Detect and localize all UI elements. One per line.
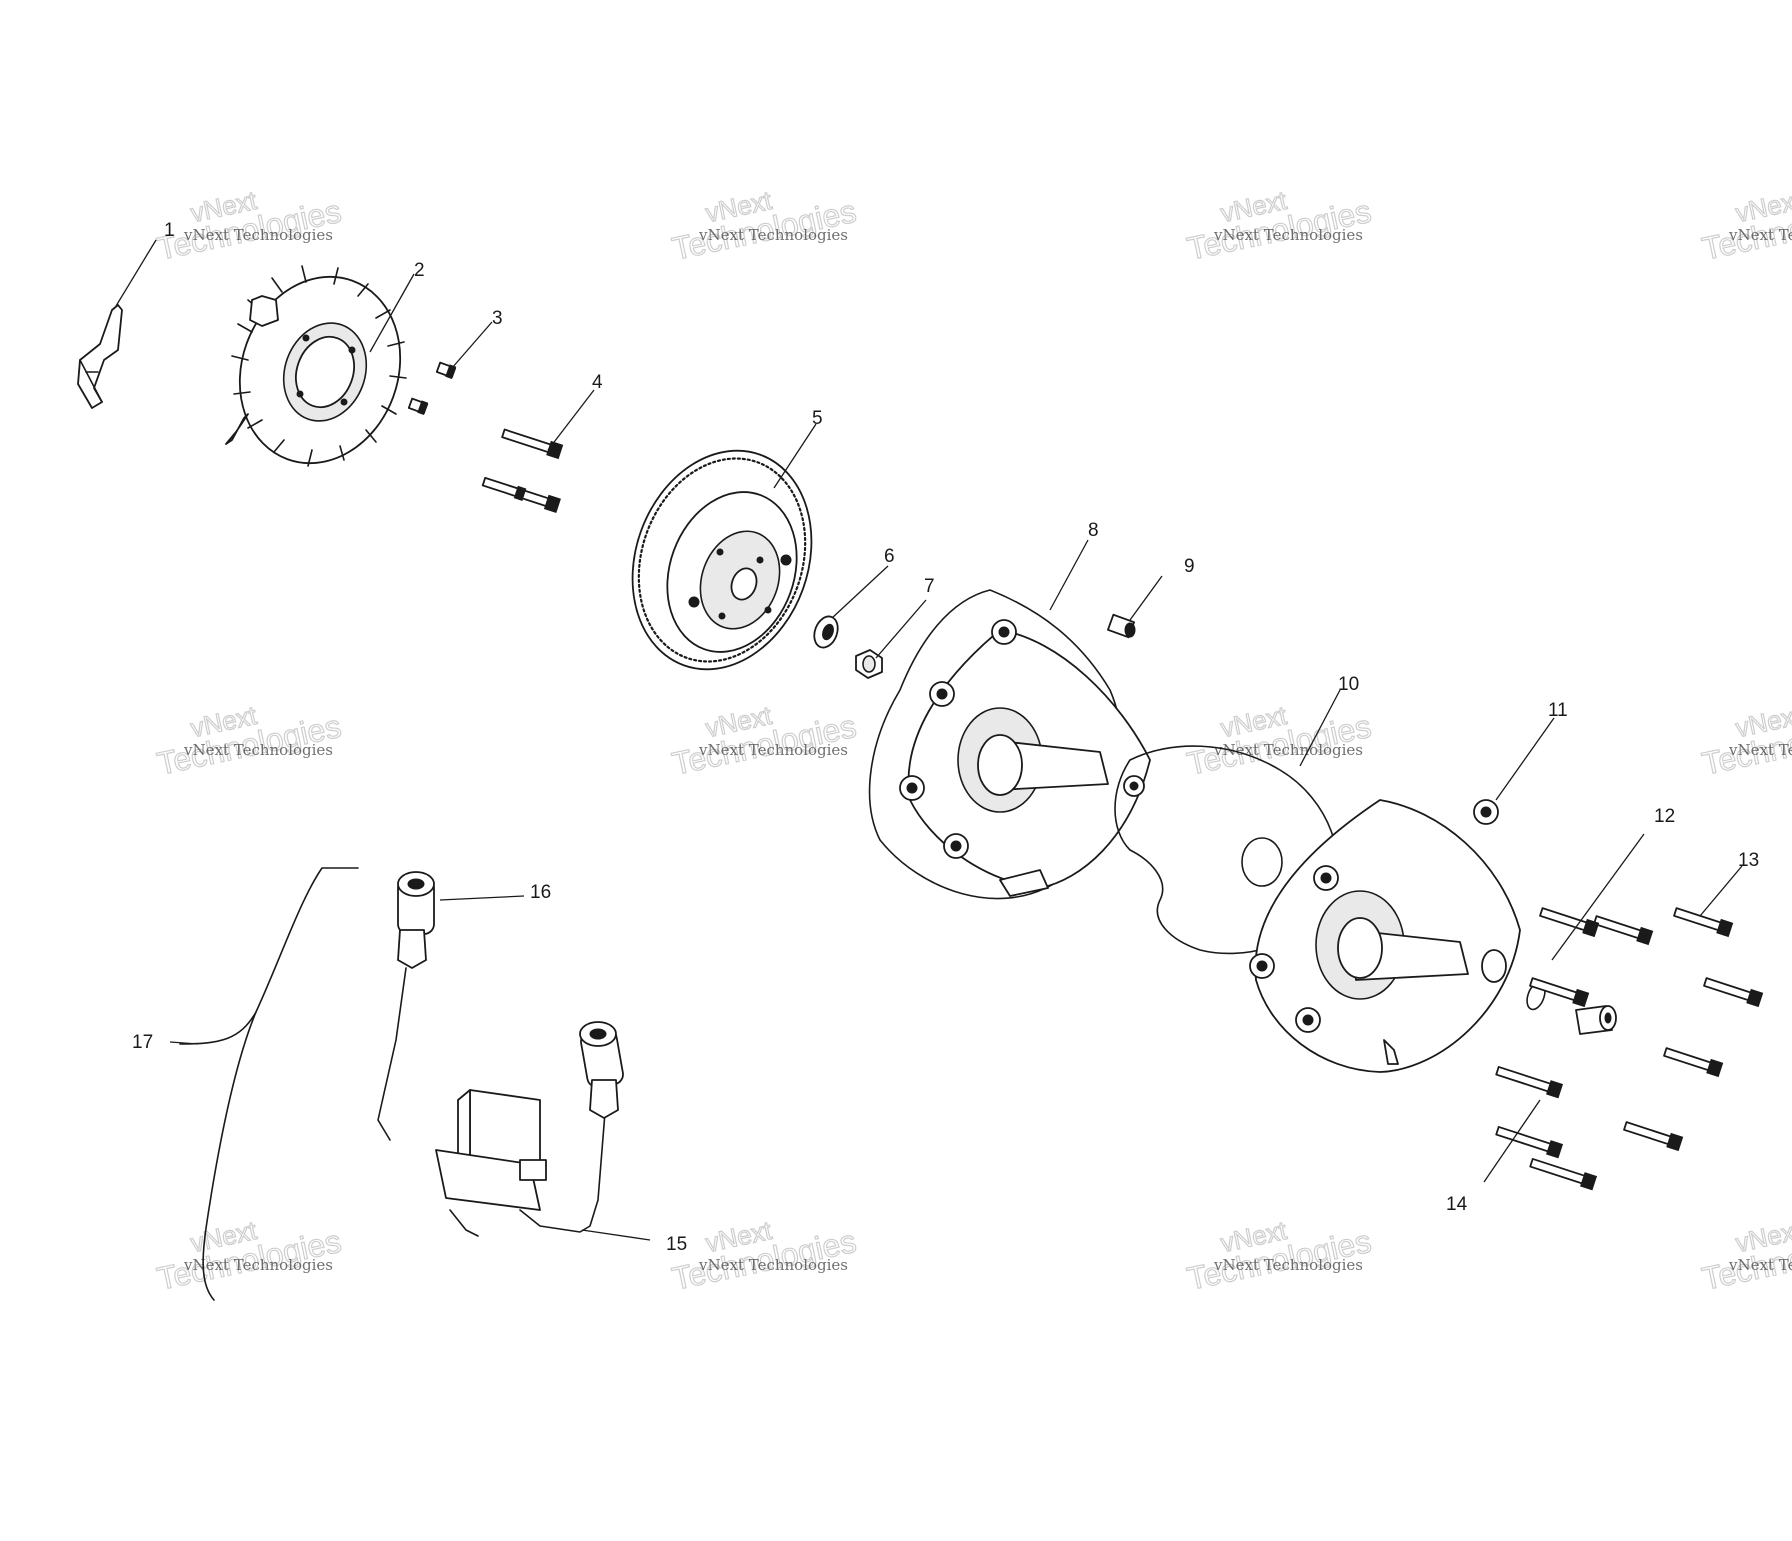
part-17-bracket-group: [179, 867, 359, 1301]
watermark: Technologies vNext vNext Technologies: [1698, 1214, 1792, 1297]
watermark-company: vNext Technologies: [1728, 226, 1792, 244]
watermark: Technologies vNext vNext Technologies: [668, 1214, 859, 1297]
part-2-stator: [225, 265, 407, 467]
part-12-washer-spacer: [1526, 981, 1617, 1035]
watermark-company: vNext Technologies: [1213, 226, 1363, 244]
callout-1: 1: [164, 220, 175, 241]
callout-2: 2: [414, 260, 425, 281]
watermark-company: vNext Technologies: [1728, 1256, 1792, 1274]
callout-14: 14: [1446, 1194, 1468, 1215]
callout-leaders: [115, 239, 1743, 1241]
callout-13: 13: [1738, 850, 1759, 871]
callout-3: 3: [492, 308, 503, 329]
watermark-company: vNext Technologies: [1213, 741, 1363, 759]
part-15-ignition-coil: [435, 1021, 624, 1237]
callout-labels: 1 2 3 4 5 6 7 8 9 10 11 12 13 14 15 16 1…: [132, 220, 1759, 1255]
watermark-company: vNext Technologies: [698, 741, 848, 759]
part-1-bracket: [77, 304, 123, 409]
part-13-bolts: [1529, 907, 1764, 1152]
watermark-company: vNext Technologies: [183, 741, 333, 759]
watermark: Technologies vNext vNext Technologies: [1698, 699, 1792, 782]
watermark-company: vNext Technologies: [1728, 741, 1792, 759]
watermark: Technologies vNext vNext Technologies: [1698, 184, 1792, 267]
callout-15: 15: [666, 1234, 687, 1255]
part-10-gasket: [1114, 745, 1339, 955]
watermark-company: vNext Technologies: [183, 226, 333, 244]
callout-10: 10: [1338, 674, 1359, 695]
watermark: Technologies vNext vNext Technologies: [668, 699, 859, 782]
part-9-dowel: [1107, 613, 1136, 639]
watermark-company: vNext Technologies: [183, 1256, 333, 1274]
callout-16: 16: [530, 882, 551, 903]
watermark: Technologies vNext vNext Technologies: [1183, 1214, 1374, 1297]
watermark: Technologies vNext vNext Technologies: [668, 184, 859, 267]
watermark-brand-small: vNext: [1733, 185, 1792, 228]
watermark-company: vNext Technologies: [1213, 1256, 1363, 1274]
callout-17: 17: [132, 1032, 153, 1053]
part-14-bolts: [1495, 1066, 1598, 1191]
callout-11: 11: [1548, 700, 1568, 721]
watermark: Technologies vNext vNext Technologies: [153, 184, 344, 267]
part-4-bolts: [481, 428, 564, 514]
part-5-flywheel: [631, 449, 813, 671]
watermark: Technologies vNext vNext Technologies: [153, 1214, 344, 1297]
callout-6: 6: [884, 546, 895, 567]
part-6-washer: [813, 615, 839, 649]
callout-8: 8: [1088, 520, 1099, 541]
part-16-spark-plug-cap: [377, 871, 435, 1141]
watermark-company: vNext Technologies: [698, 226, 848, 244]
watermark: Technologies vNext vNext Technologies: [153, 699, 344, 782]
part-11-outer-cover: [1249, 799, 1521, 1073]
watermark: Technologies vNext vNext Technologies: [1183, 184, 1374, 267]
callout-9: 9: [1184, 556, 1195, 577]
callout-5: 5: [812, 408, 823, 429]
callout-7: 7: [924, 576, 935, 597]
part-8-cover: [868, 589, 1151, 900]
callout-12: 12: [1654, 806, 1675, 827]
part-3-screws: [407, 361, 457, 416]
part-7-nut: [855, 649, 883, 679]
callout-4: 4: [592, 372, 603, 393]
watermark-company: vNext Technologies: [698, 1256, 848, 1274]
